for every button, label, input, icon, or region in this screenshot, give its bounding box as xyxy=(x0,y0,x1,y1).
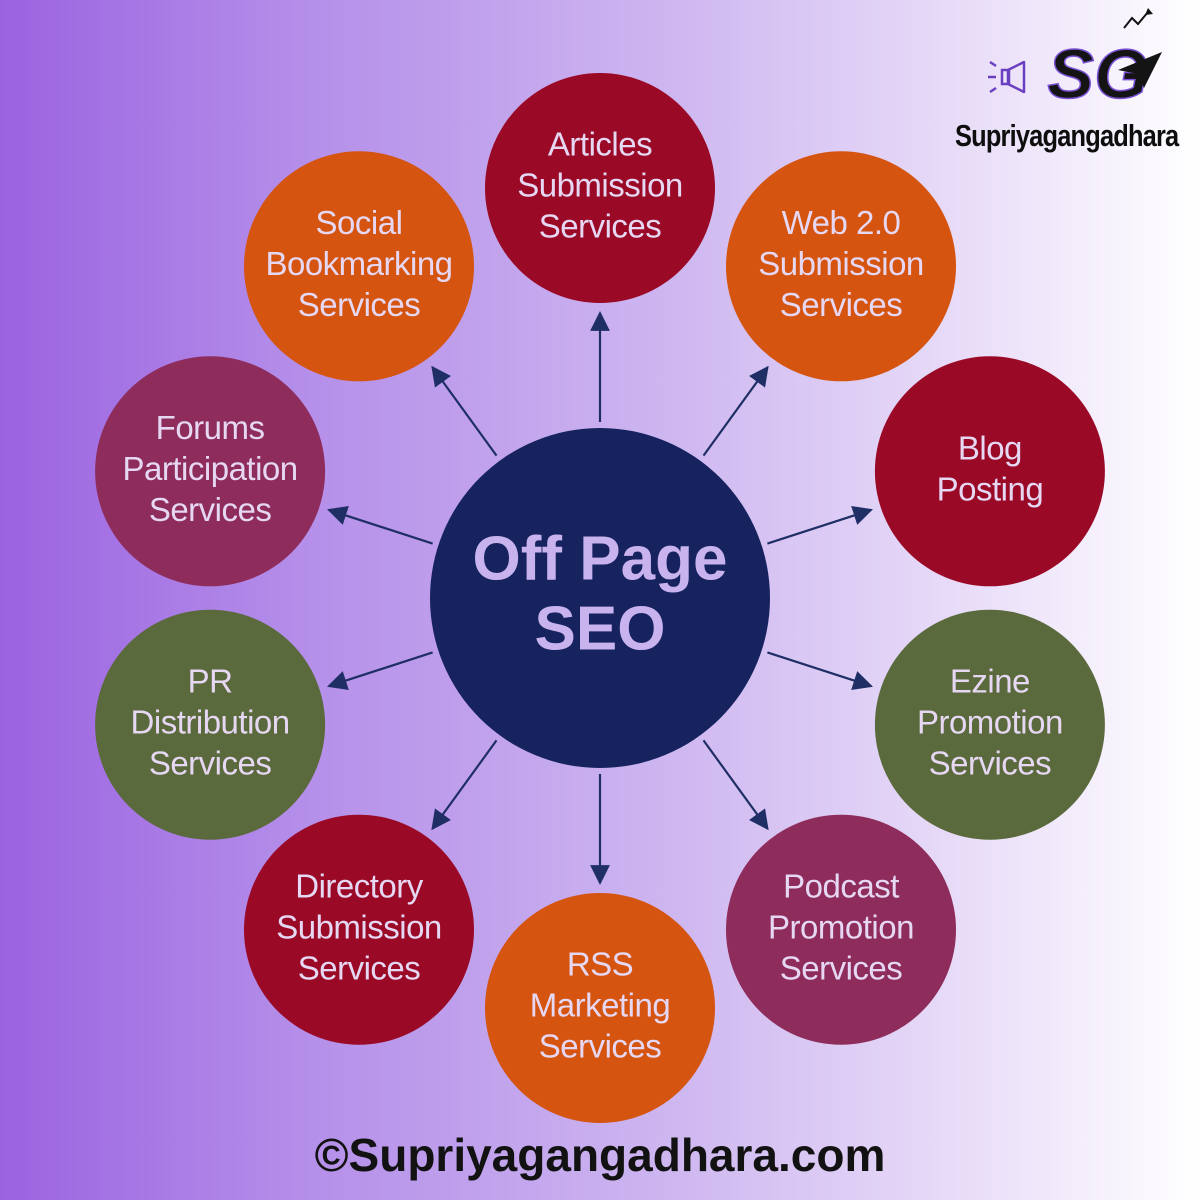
arrow-web-2-0-submission-services xyxy=(702,365,769,457)
arrow-pr-distribution-services xyxy=(327,651,433,691)
center-title: Off Page xyxy=(473,524,728,593)
node-circle xyxy=(874,356,1105,587)
trend-arrow-icon xyxy=(1123,8,1153,29)
node-label: Promotion xyxy=(917,703,1063,740)
node-label: Participation xyxy=(123,450,298,487)
arrow-podcast-promotion-services xyxy=(702,739,769,831)
center-title: SEO xyxy=(535,594,666,663)
node-label: Services xyxy=(298,949,421,986)
node-label: PR xyxy=(188,662,233,699)
node-circle xyxy=(95,609,326,840)
node-label: Directory xyxy=(295,867,424,904)
connector-arrows xyxy=(327,311,873,885)
node-label: RSS xyxy=(567,946,633,983)
node-circle xyxy=(244,151,474,382)
arrow-directory-submission-services xyxy=(431,739,498,831)
node-label: Distribution xyxy=(131,703,290,740)
node-label: Submission xyxy=(758,245,924,282)
node-circle xyxy=(874,609,1105,840)
megaphone-icon xyxy=(988,60,1026,94)
node-label: Promotion xyxy=(768,908,914,945)
node-circle xyxy=(244,814,474,1045)
node-label: Submission xyxy=(517,167,683,204)
footer-copyright: ©Supriyagangadhara.com xyxy=(314,1129,886,1181)
node-label: Posting xyxy=(937,471,1044,508)
node-label: Services xyxy=(539,208,662,245)
node-label: Ezine xyxy=(950,662,1030,699)
node-label: Blog xyxy=(958,430,1022,467)
node-label: Services xyxy=(780,286,903,323)
node-label: Services xyxy=(539,1028,662,1065)
node-label: Services xyxy=(929,744,1052,781)
node-label: Services xyxy=(149,491,272,528)
node-label: Services xyxy=(298,286,421,323)
brand-logo: SG xyxy=(988,8,1162,114)
node-circle xyxy=(726,151,956,382)
arrow-social-bookmarking-services xyxy=(431,365,498,457)
node-circle xyxy=(485,893,715,1123)
node-circle xyxy=(95,356,326,587)
logo-letters: SG xyxy=(1047,35,1148,113)
node-circle xyxy=(485,73,715,303)
node-label: Marketing xyxy=(530,987,670,1024)
node-label: Submission xyxy=(276,908,442,945)
node-label: Articles xyxy=(548,126,652,163)
node-label: Services xyxy=(149,744,272,781)
center-circle xyxy=(430,428,770,768)
arrow-blog-posting xyxy=(767,505,873,545)
node-label: Bookmarking xyxy=(265,245,452,282)
node-label: Web 2.0 xyxy=(782,204,901,241)
node-label: Forums xyxy=(156,409,265,446)
arrow-ezine-promotion-services xyxy=(767,651,873,691)
arrow-forums-participation-services xyxy=(327,505,433,545)
paper-plane-icon xyxy=(1118,52,1162,88)
node-label: Social xyxy=(316,204,403,241)
brand-name: Supriyagangadhara xyxy=(955,118,1179,153)
node-label: Services xyxy=(780,949,903,986)
node-circle xyxy=(726,814,956,1045)
node-label: Podcast xyxy=(783,867,899,904)
